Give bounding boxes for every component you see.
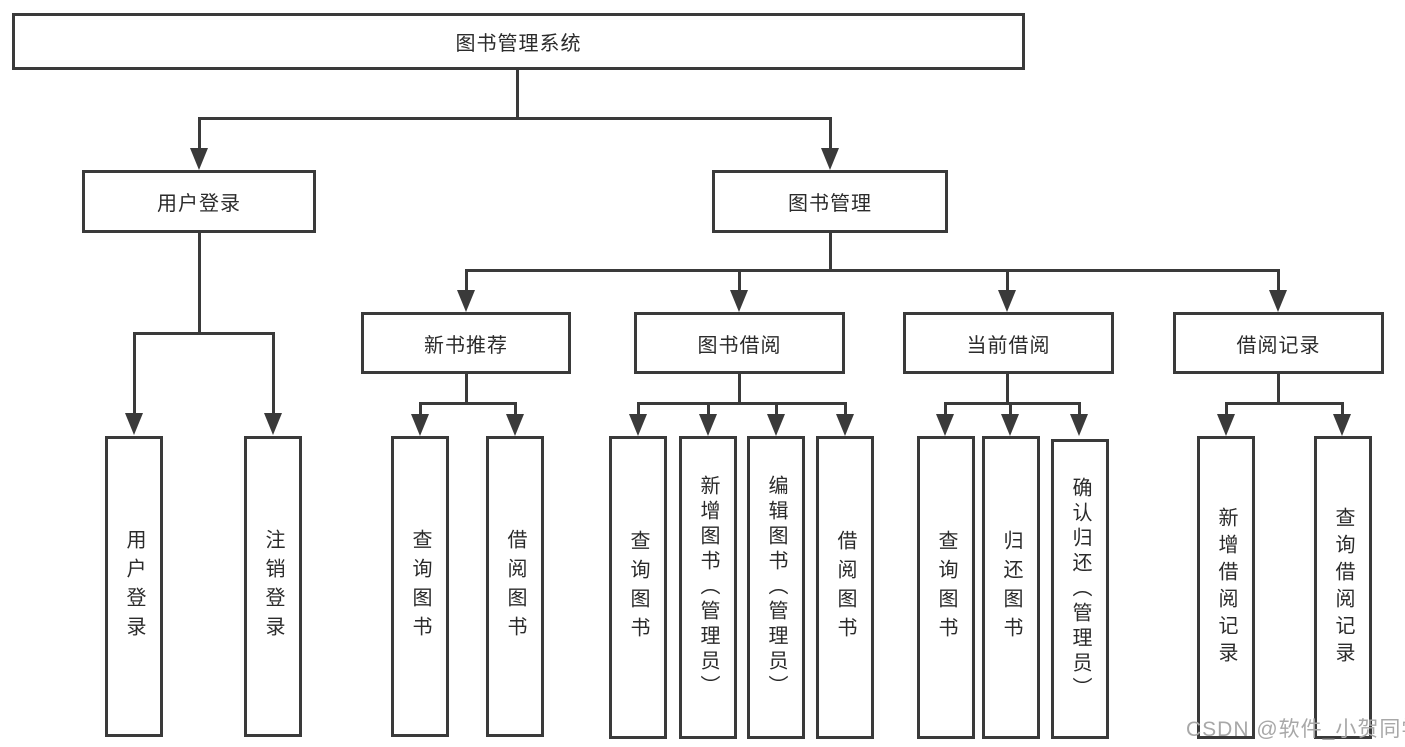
connector-leaf-stem <box>1078 402 1081 416</box>
arrow-down-icon <box>730 290 748 312</box>
node-book-mgmt: 图书管理 <box>712 170 948 233</box>
leaf-confirm-return: 确认归还（管理员） <box>1051 439 1109 739</box>
node-label: 当前借阅 <box>966 334 1051 357</box>
connector-leaf-stem <box>133 332 136 414</box>
connector-level3-stem <box>1006 269 1009 291</box>
node-label: 确认归还（管理员） <box>1069 476 1091 702</box>
connector-leaf-stem <box>844 402 847 416</box>
node-root: 图书管理系统 <box>12 13 1025 70</box>
arrow-down-icon <box>998 290 1016 312</box>
connector-drop <box>1277 374 1280 405</box>
node-label: 注销登录 <box>262 528 284 645</box>
arrow-down-icon <box>190 148 208 170</box>
leaf-edit-book: 编辑图书（管理员） <box>747 436 805 739</box>
arrow-down-icon <box>457 290 475 312</box>
csdn-watermark: CSDN @软件_小贺同学 <box>1186 718 1405 741</box>
leaf-query-record: 查询借阅记录 <box>1314 436 1372 739</box>
arrow-down-icon <box>1333 414 1351 436</box>
node-book-borrow: 图书借阅 <box>634 312 845 374</box>
arrow-down-icon <box>411 414 429 436</box>
connector-leaf-stem <box>1009 402 1012 416</box>
leaf-borrow-book-1: 借阅图书 <box>486 436 544 737</box>
connector-leaf-stem <box>944 402 947 416</box>
leaf-add-record: 新增借阅记录 <box>1197 436 1255 739</box>
leaf-query-book-1: 查询图书 <box>391 436 449 737</box>
connector-rail <box>419 402 516 405</box>
connector-book-mgmt-stem <box>829 117 832 150</box>
node-label: 图书管理 <box>788 193 872 215</box>
node-borrow-record: 借阅记录 <box>1173 312 1384 374</box>
connector-leaf-stem <box>419 402 422 416</box>
leaf-query-book-3: 查询图书 <box>917 436 975 739</box>
node-label: 借阅记录 <box>1236 334 1321 357</box>
connector-user-login-stem <box>198 117 201 150</box>
node-label: 归还图书 <box>1000 529 1022 646</box>
connector-level3-rail <box>465 269 1280 272</box>
node-label: 新增借阅记录 <box>1215 506 1237 669</box>
connector-drop <box>738 374 741 405</box>
node-label: 用户登录 <box>123 528 145 645</box>
connector-leaf-stem <box>1341 402 1344 416</box>
node-label: 借阅图书 <box>504 528 526 645</box>
connector-rail <box>944 402 1081 405</box>
node-user-login: 用户登录 <box>82 170 316 233</box>
node-label: 新书推荐 <box>424 334 508 357</box>
leaf-add-book: 新增图书（管理员） <box>679 436 737 739</box>
node-current-borrow: 当前借阅 <box>903 312 1114 374</box>
connector-leaf-stem <box>637 402 640 416</box>
connector-leaf-stem <box>1225 402 1228 416</box>
connector-level3-stem <box>465 269 468 291</box>
arrow-down-icon <box>1217 414 1235 436</box>
arrow-down-icon <box>629 414 647 436</box>
connector-level3-stem <box>1277 269 1280 291</box>
node-new-book-rec: 新书推荐 <box>361 312 571 374</box>
node-label: 编辑图书（管理员） <box>765 475 787 700</box>
connector-level3-stem <box>738 269 741 291</box>
node-label: 图书管理系统 <box>455 33 582 55</box>
connector-login-rail <box>133 332 275 335</box>
leaf-borrow-book-2: 借阅图书 <box>816 436 874 739</box>
arrow-down-icon <box>506 414 524 436</box>
connector-root-drop <box>516 70 519 118</box>
connector-level2-rail <box>198 117 832 120</box>
node-label: 新增图书（管理员） <box>697 475 719 700</box>
connector-drop <box>1006 374 1009 405</box>
arrow-down-icon <box>264 413 282 435</box>
arrow-down-icon <box>936 414 954 436</box>
connector-leaf-stem <box>514 402 517 416</box>
connector-leaf-stem <box>775 402 778 416</box>
arrow-down-icon <box>1269 290 1287 312</box>
arrow-down-icon <box>836 414 854 436</box>
arrow-down-icon <box>1001 414 1019 436</box>
arrow-down-icon <box>821 148 839 170</box>
node-label: 查询图书 <box>935 529 957 646</box>
leaf-user-login: 用户登录 <box>105 436 163 737</box>
node-label: 用户登录 <box>157 193 241 215</box>
connector-user-login-drop <box>198 233 201 335</box>
node-label: 查询图书 <box>409 528 431 645</box>
connector-leaf-stem <box>272 332 275 414</box>
connector-book-mgmt-drop <box>829 233 832 272</box>
connector-leaf-stem <box>707 402 710 416</box>
connector-rail <box>1225 402 1344 405</box>
connector-rail <box>637 402 846 405</box>
node-label: 查询借阅记录 <box>1332 506 1354 669</box>
node-label: 借阅图书 <box>834 529 856 646</box>
node-label: 图书借阅 <box>697 334 782 357</box>
leaf-logout: 注销登录 <box>244 436 302 737</box>
leaf-return-book: 归还图书 <box>982 436 1040 739</box>
arrow-down-icon <box>125 413 143 435</box>
connector-drop <box>465 374 468 405</box>
arrow-down-icon <box>1070 414 1088 436</box>
arrow-down-icon <box>699 414 717 436</box>
arrow-down-icon <box>767 414 785 436</box>
leaf-query-book-2: 查询图书 <box>609 436 667 739</box>
node-label: 查询图书 <box>627 529 649 646</box>
